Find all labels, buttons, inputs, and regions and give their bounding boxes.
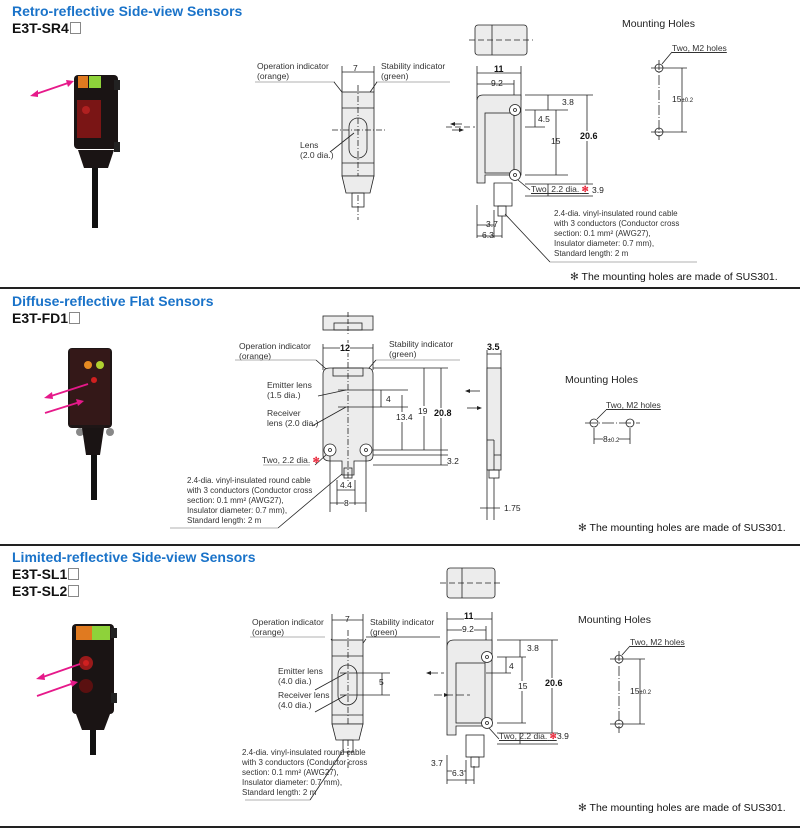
dim-bottom-to-hole: 3.9 — [592, 185, 604, 195]
dim-side-width: 11 — [494, 64, 504, 74]
dim-height: 20.6 — [545, 678, 563, 688]
sus301-note: ✻ The mounting holes are made of SUS301. — [578, 802, 786, 814]
dim-cable-offset-b: 6.3 — [452, 768, 464, 778]
holes-label: Two, 2.2 dia. ✻ — [531, 184, 589, 194]
sus301-note: ✻ The mounting holes are made of SUS301. — [570, 271, 778, 283]
emitter-lens-label: Emitter lens(1.5 dia.) — [267, 380, 312, 400]
lens-window — [77, 100, 101, 138]
dim-side-offset: 1.75 — [504, 503, 521, 513]
stability-indicator-label: Stability indicator(green) — [389, 339, 454, 359]
model-text: E3T-FD1 — [12, 310, 69, 326]
green-led — [89, 76, 101, 88]
dim-lens-spacing: 4 — [386, 394, 391, 404]
dim-width: 12 — [340, 343, 351, 353]
dim-front-width: 7 — [345, 614, 350, 624]
dim-hole-offset: 9.2 — [491, 78, 503, 88]
sensor-photo-retro — [30, 75, 120, 228]
operation-indicator-label: Operation indicator(orange) — [257, 61, 329, 81]
model-name: E3T-SL2 — [12, 583, 80, 599]
dim-cable-offset-a: 3.7 — [431, 758, 443, 768]
mounting-holes-title: Mounting Holes — [622, 18, 695, 30]
model-text: E3T-SL1 — [12, 566, 68, 582]
mounting-pitch: 15±0.2 — [630, 686, 652, 696]
model-text: E3T-SL2 — [12, 583, 68, 599]
section-divider — [0, 826, 800, 828]
model-name: E3T-SR4 — [12, 20, 81, 36]
dim-lens-to-hole: 13.4 — [396, 412, 413, 422]
sensor-photo-diffuse — [44, 348, 114, 500]
beam-arrow — [32, 81, 72, 96]
dim-top-to-hole: 3.8 — [562, 97, 574, 107]
sensor-cable — [92, 168, 98, 228]
dim-hole-offset: 9.2 — [462, 624, 474, 634]
model-suffix-box — [69, 312, 81, 324]
sensor-photo-limited — [36, 624, 117, 755]
mounting-holes-label: Two, M2 holes — [606, 400, 661, 410]
section-title-diffuse: Diffuse-reflective Flat Sensors — [12, 293, 214, 309]
holes-label: Two, 2.2 dia. ✻ — [262, 455, 320, 465]
section-divider — [0, 544, 800, 546]
mounting-pitch: 15±0.2 — [672, 94, 694, 104]
model-suffix-box — [68, 585, 80, 597]
mounting-holes-label: Two, M2 holes — [672, 43, 727, 53]
model-name: E3T-SL1 — [12, 566, 80, 582]
section-title-retro: Retro-reflective Side-view Sensors — [12, 3, 243, 19]
mounting-holes-title: Mounting Holes — [565, 374, 638, 386]
dim-bottom: 3.2 — [447, 456, 459, 466]
operation-indicator-label: Operation indicator(orange) — [239, 341, 311, 361]
section-title-limited: Limited-reflective Side-view Sensors — [12, 549, 256, 565]
section-divider — [0, 287, 800, 289]
dim-thickness: 3.5 — [487, 342, 500, 352]
dim-hole-to-axis: 4.5 — [538, 114, 550, 124]
emitter-lens-label: Emitter lens(4.0 dia.) — [278, 666, 323, 686]
model-suffix-box — [68, 568, 80, 580]
mounting-holes-label: Two, M2 holes — [630, 637, 685, 647]
model-text: E3T-SR4 — [12, 20, 69, 36]
dim-hole-to-axis: 4 — [509, 661, 514, 671]
dim-hole-pitch: 15 — [551, 136, 561, 146]
dim-side-width: 11 — [464, 611, 474, 621]
dim-hole-pitch: 8 — [344, 498, 349, 508]
stability-indicator-label: Stability indicator(green) — [381, 61, 446, 81]
receiver-lens-label: Receiver lens(4.0 dia.) — [278, 690, 330, 710]
dim-front-width: 7 — [353, 63, 358, 73]
orange-led — [78, 76, 88, 88]
stability-indicator-label: Stability indicator(green) — [370, 617, 435, 637]
dim-top-to-hole: 19 — [418, 406, 428, 416]
dim-cable-width: 4.4 — [340, 480, 352, 490]
model-name: E3T-FD1 — [12, 310, 81, 326]
dim-hole-pitch: 15 — [518, 681, 528, 691]
dim-height: 20.8 — [434, 408, 452, 418]
model-suffix-box — [69, 22, 81, 34]
holes-label: Two, 2.2 dia. ✻ — [499, 731, 557, 741]
lens-label: Lens(2.0 dia.) — [300, 140, 334, 160]
dim-cable-offset-b: 6.3 — [482, 230, 494, 240]
mounting-pitch: 8±0.2 — [603, 434, 620, 444]
mounting-holes-title: Mounting Holes — [578, 614, 651, 626]
sus301-note: ✻ The mounting holes are made of SUS301. — [578, 522, 786, 534]
dim-cable-offset-a: 3.7 — [486, 219, 498, 229]
dim-height: 20.6 — [580, 131, 598, 141]
dim-bottom-to-hole: 3.9 — [557, 731, 569, 741]
dim-top-to-hole: 3.8 — [527, 643, 539, 653]
dim-lens-spacing: 5 — [379, 677, 384, 687]
operation-indicator-label: Operation indicator(orange) — [252, 617, 324, 637]
